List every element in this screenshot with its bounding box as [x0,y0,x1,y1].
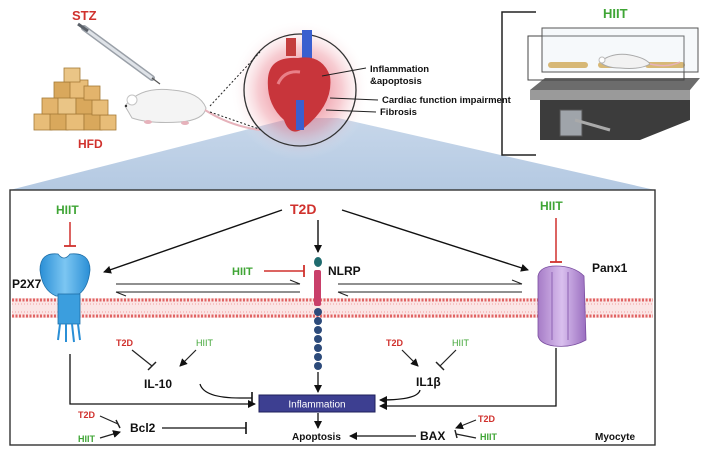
effect-cardiac: Cardiac function impairment [382,95,512,106]
effect-apoptosis: &apoptosis [370,76,422,87]
t2d-il10-label: T2D [116,338,134,348]
il1b-label: IL1β [416,375,441,389]
hiit-il1b-label: HIIT [452,338,470,348]
sugar-cubes-icon [33,67,117,131]
panx1-label: Panx1 [592,261,628,275]
heart-icon [267,30,331,132]
effect-fibrosis: Fibrosis [380,107,417,118]
panx1-channel-icon [537,265,587,347]
inflammation-box: Inflammation [258,394,376,413]
inflammation-label: Inflammation [288,400,345,411]
nlrp-label: NLRP [328,264,361,278]
t2d-bax-label: T2D [478,414,496,424]
t2d-il1b-label: T2D [386,338,404,348]
syringe-icon [77,22,161,85]
hiit-left-label: HIIT [56,203,79,217]
bax-label: BAX [420,429,445,443]
nlrp-complex-icon [314,257,322,370]
apoptosis-label: Apoptosis [292,432,341,443]
bcl2-label: Bcl2 [130,421,156,435]
p2x7-label: P2X7 [12,277,42,291]
hiit-bax-label: HIIT [480,432,498,442]
stz-label: STZ [72,8,97,23]
magnifier-circle [243,33,357,147]
hfd-label: HFD [78,137,103,151]
hiit-right-label: HIIT [540,199,563,213]
myocyte-panel: P2X7 Panx1 NLRP T2D HIIT [9,189,656,446]
exchange-left [115,279,301,297]
treadmill-icon [527,27,700,140]
hiit-il10-label: HIIT [196,338,214,348]
mouse-icon [124,88,261,131]
il10-label: IL-10 [144,377,172,391]
bracket [501,11,536,156]
top-panel: STZ HFD [10,6,700,190]
t2d-bcl2-label: T2D [78,410,96,420]
hiit-top-label: HIIT [603,6,628,21]
effect-inflammation: Inflammation [370,64,429,75]
t2d-top-label: T2D [290,201,316,217]
magnification-cone [10,118,655,190]
hiit-nlrp-label: HIIT [232,266,253,278]
hiit-bcl2-label: HIIT [78,434,96,444]
exchange-right [337,279,523,297]
myocyte-label: Myocyte [595,432,635,443]
p2x7-receptor-icon [39,253,91,343]
